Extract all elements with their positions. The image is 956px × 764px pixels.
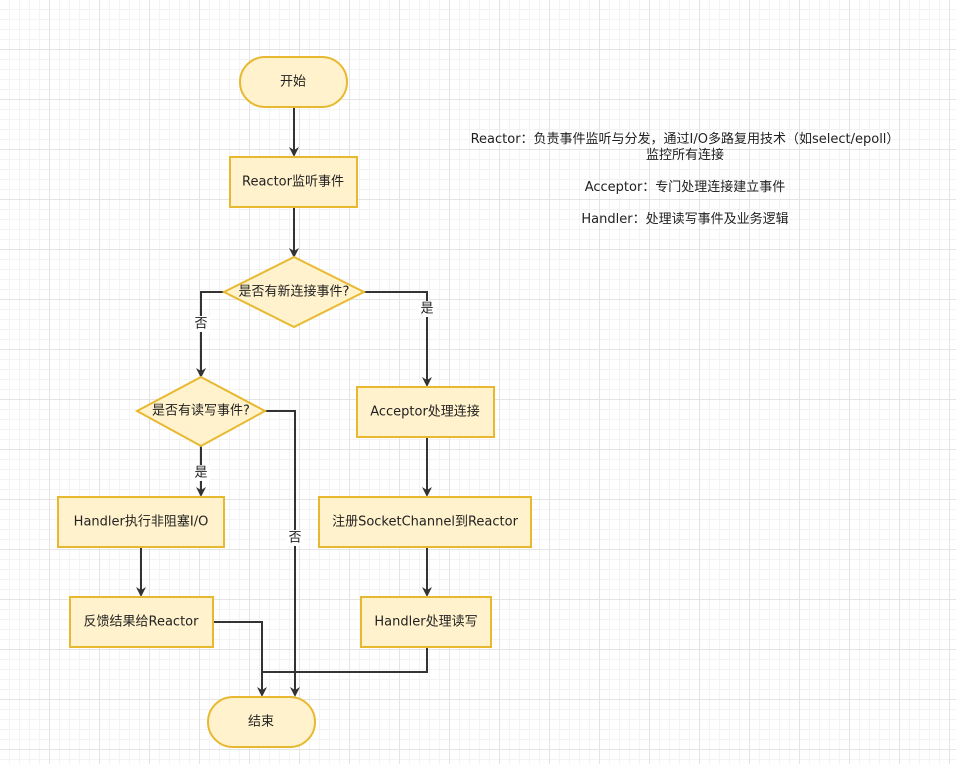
handler-rw-label: Handler处理读写 <box>374 615 477 630</box>
handler-nio-box <box>57 496 225 548</box>
edge-decision-yes-to-acceptor <box>364 291 432 387</box>
rw-decision-diamond <box>134 375 268 448</box>
feedback-label: 反馈结果给Reactor <box>84 615 200 630</box>
roles-note: Reactor：负责事件监听与分发，通过I/O多路复用技术（如select/ep… <box>470 132 900 244</box>
acceptor-box <box>356 386 495 438</box>
edge-label-no-new-conn: 否 <box>194 317 207 332</box>
feedback-box <box>69 596 214 648</box>
note-handler: Handler：处理读写事件及业务逻辑 <box>581 212 789 227</box>
start-label: 开始 <box>280 75 306 90</box>
edge-rw-no-to-end <box>265 410 300 697</box>
edge-handler-rw-to-end <box>262 647 428 673</box>
end-terminator <box>207 696 316 748</box>
rw-decision-label: 是否有读写事件? <box>152 404 250 419</box>
handler-nio-label: Handler执行非阻塞I/O <box>74 514 209 530</box>
new-conn-decision-diamond <box>221 255 367 329</box>
handler-rw-box <box>360 596 492 648</box>
register-label: 注册SocketChannel到Reactor <box>332 515 518 530</box>
reactor-listen-box <box>229 156 358 208</box>
register-box <box>318 496 532 548</box>
edge-label-no-rw: 否 <box>288 531 301 546</box>
new-conn-decision-label: 是否有新连接事件? <box>239 284 350 300</box>
edge-feedback-to-end <box>213 621 267 697</box>
note-reactor: Reactor：负责事件监听与分发，通过I/O多路复用技术（如select/ep… <box>470 132 900 163</box>
edge-decision-no-to-rw-decision <box>196 291 224 378</box>
start-terminator <box>239 56 348 108</box>
end-label: 结束 <box>248 715 274 730</box>
edge-label-yes-new-conn: 是 <box>420 302 433 317</box>
acceptor-label: Acceptor处理连接 <box>370 404 480 420</box>
reactor-listen-label: Reactor监听事件 <box>242 175 344 190</box>
edge-label-yes-rw: 是 <box>194 466 207 481</box>
note-acceptor: Acceptor：专门处理连接建立事件 <box>584 180 786 195</box>
